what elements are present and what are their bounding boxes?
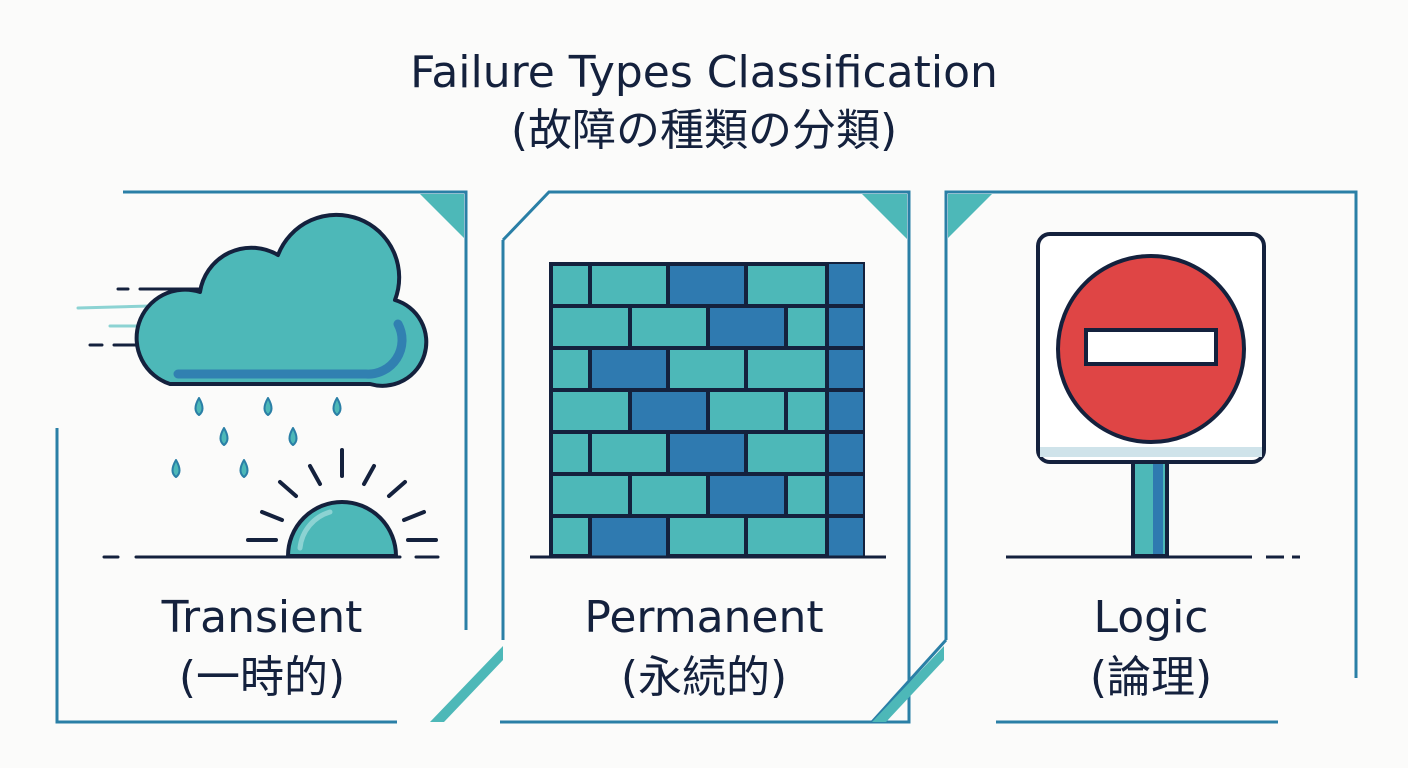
card-transient-frame: [55, 190, 468, 724]
card-logic-corner-accent: [948, 194, 992, 238]
card-logic-bottom-accent: [872, 646, 944, 722]
card-logic-label: Logic: [1093, 592, 1209, 643]
card-permanent-corner-accent: [862, 194, 907, 239]
card-transient-corner-accent: [420, 194, 464, 238]
no-entry-sign-icon: [1006, 232, 1300, 559]
diagram-subtitle: (故障の種類の分類): [510, 105, 898, 156]
card-permanent-frame: [500, 190, 911, 724]
card-transient-label: Transient: [161, 592, 363, 643]
card-transient-sublabel: (一時的): [178, 652, 346, 703]
card-permanent-bottom-accent: [430, 646, 503, 722]
brick-wall-icon: [530, 262, 886, 559]
card-permanent-label: Permanent: [584, 592, 824, 643]
card-logic-sublabel: (論理): [1089, 652, 1213, 703]
card-permanent-sublabel: (永続的): [620, 652, 788, 703]
rain-cloud-sun-icon: [76, 212, 440, 559]
diagram-title: Failure Types Classification: [410, 47, 998, 98]
card-logic-frame: [870, 190, 1358, 724]
